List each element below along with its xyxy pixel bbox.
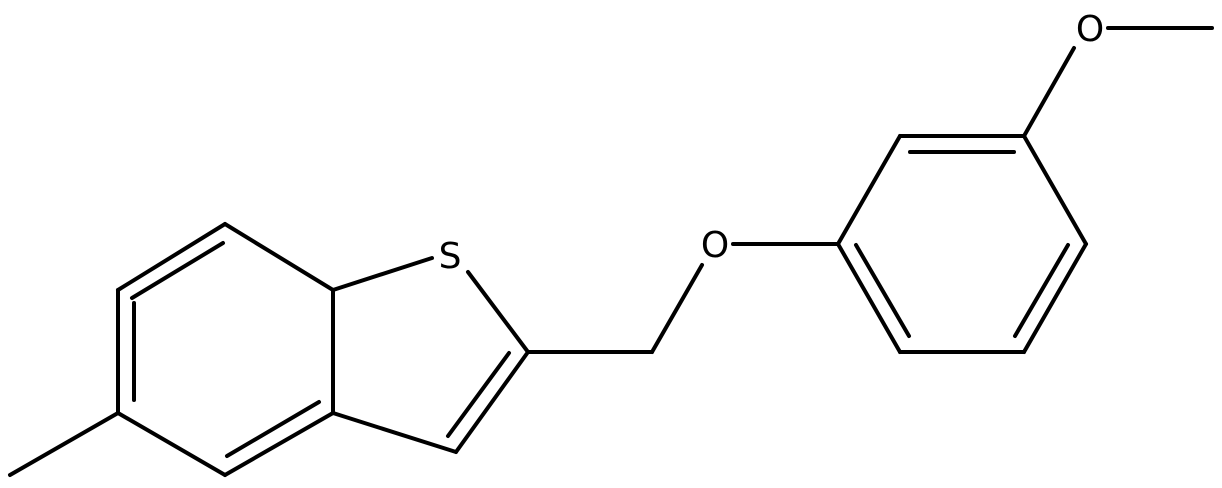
bond (223, 222, 335, 292)
bond (331, 256, 434, 292)
bond (836, 134, 902, 246)
bond (116, 222, 227, 292)
thiophene-ring (331, 256, 530, 454)
bond (854, 243, 911, 338)
bond (1022, 46, 1076, 138)
bond (1022, 134, 1088, 246)
benzo-ring (116, 222, 335, 477)
bond (466, 270, 530, 354)
methoxy-oxygen-label: O (1076, 9, 1104, 50)
methyl-bond (8, 411, 120, 477)
bond (116, 411, 227, 477)
ether-oxygen-label: O (701, 225, 729, 266)
bond (223, 411, 335, 477)
bond (1013, 243, 1070, 338)
bond (331, 411, 458, 454)
bond (446, 351, 511, 438)
sulfur-atom-label: S (439, 236, 462, 277)
bond (130, 241, 225, 300)
bond (454, 350, 530, 454)
bond (225, 400, 321, 458)
bond (836, 242, 902, 354)
bond (1022, 242, 1088, 354)
phenyl-ring (836, 134, 1088, 354)
bond (650, 263, 704, 354)
